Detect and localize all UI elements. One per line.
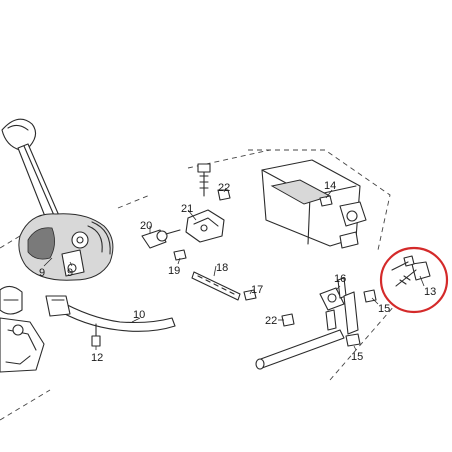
callout-22-top: 22 <box>218 182 230 194</box>
callout-17: 17 <box>251 284 263 296</box>
callout-21: 21 <box>181 203 193 215</box>
callout-20: 20 <box>140 220 152 232</box>
part-10-shift-rod <box>45 295 345 370</box>
callout-18: 18 <box>216 262 228 274</box>
leader-lines <box>43 187 425 351</box>
part-12-bolt <box>91 323 101 347</box>
highlight-ring-part-13 <box>379 246 449 314</box>
callout-12: 12 <box>91 352 103 364</box>
part-17-nut <box>243 289 257 301</box>
part-22-bolt-top <box>197 163 231 201</box>
part-21-bracket <box>185 209 225 243</box>
part-14-gearbox-housing <box>261 159 367 249</box>
callout-labels: 22 14 21 20 9 9 19 18 16 17 13 15 10 22 … <box>39 180 436 364</box>
callout-9-right: 9 <box>67 267 73 279</box>
callout-13: 13 <box>424 286 436 298</box>
callout-22-lower: 22 <box>265 315 277 327</box>
part-20-ball-socket <box>141 229 181 249</box>
part-22-nut-lower <box>281 313 295 327</box>
part-19-nut <box>173 249 187 261</box>
callout-16: 16 <box>334 273 346 285</box>
callout-19: 19 <box>168 265 180 277</box>
callout-14: 14 <box>324 180 336 192</box>
callout-9-left: 9 <box>39 267 45 279</box>
part-13-bolt <box>391 255 431 287</box>
callout-10: 10 <box>133 309 145 321</box>
part-16-linkage <box>319 277 359 335</box>
callout-15-lower: 15 <box>351 351 363 363</box>
part-18-threaded-rod <box>191 271 241 301</box>
callout-15-right: 15 <box>378 303 390 315</box>
gear-lever-assembly <box>0 118 114 373</box>
